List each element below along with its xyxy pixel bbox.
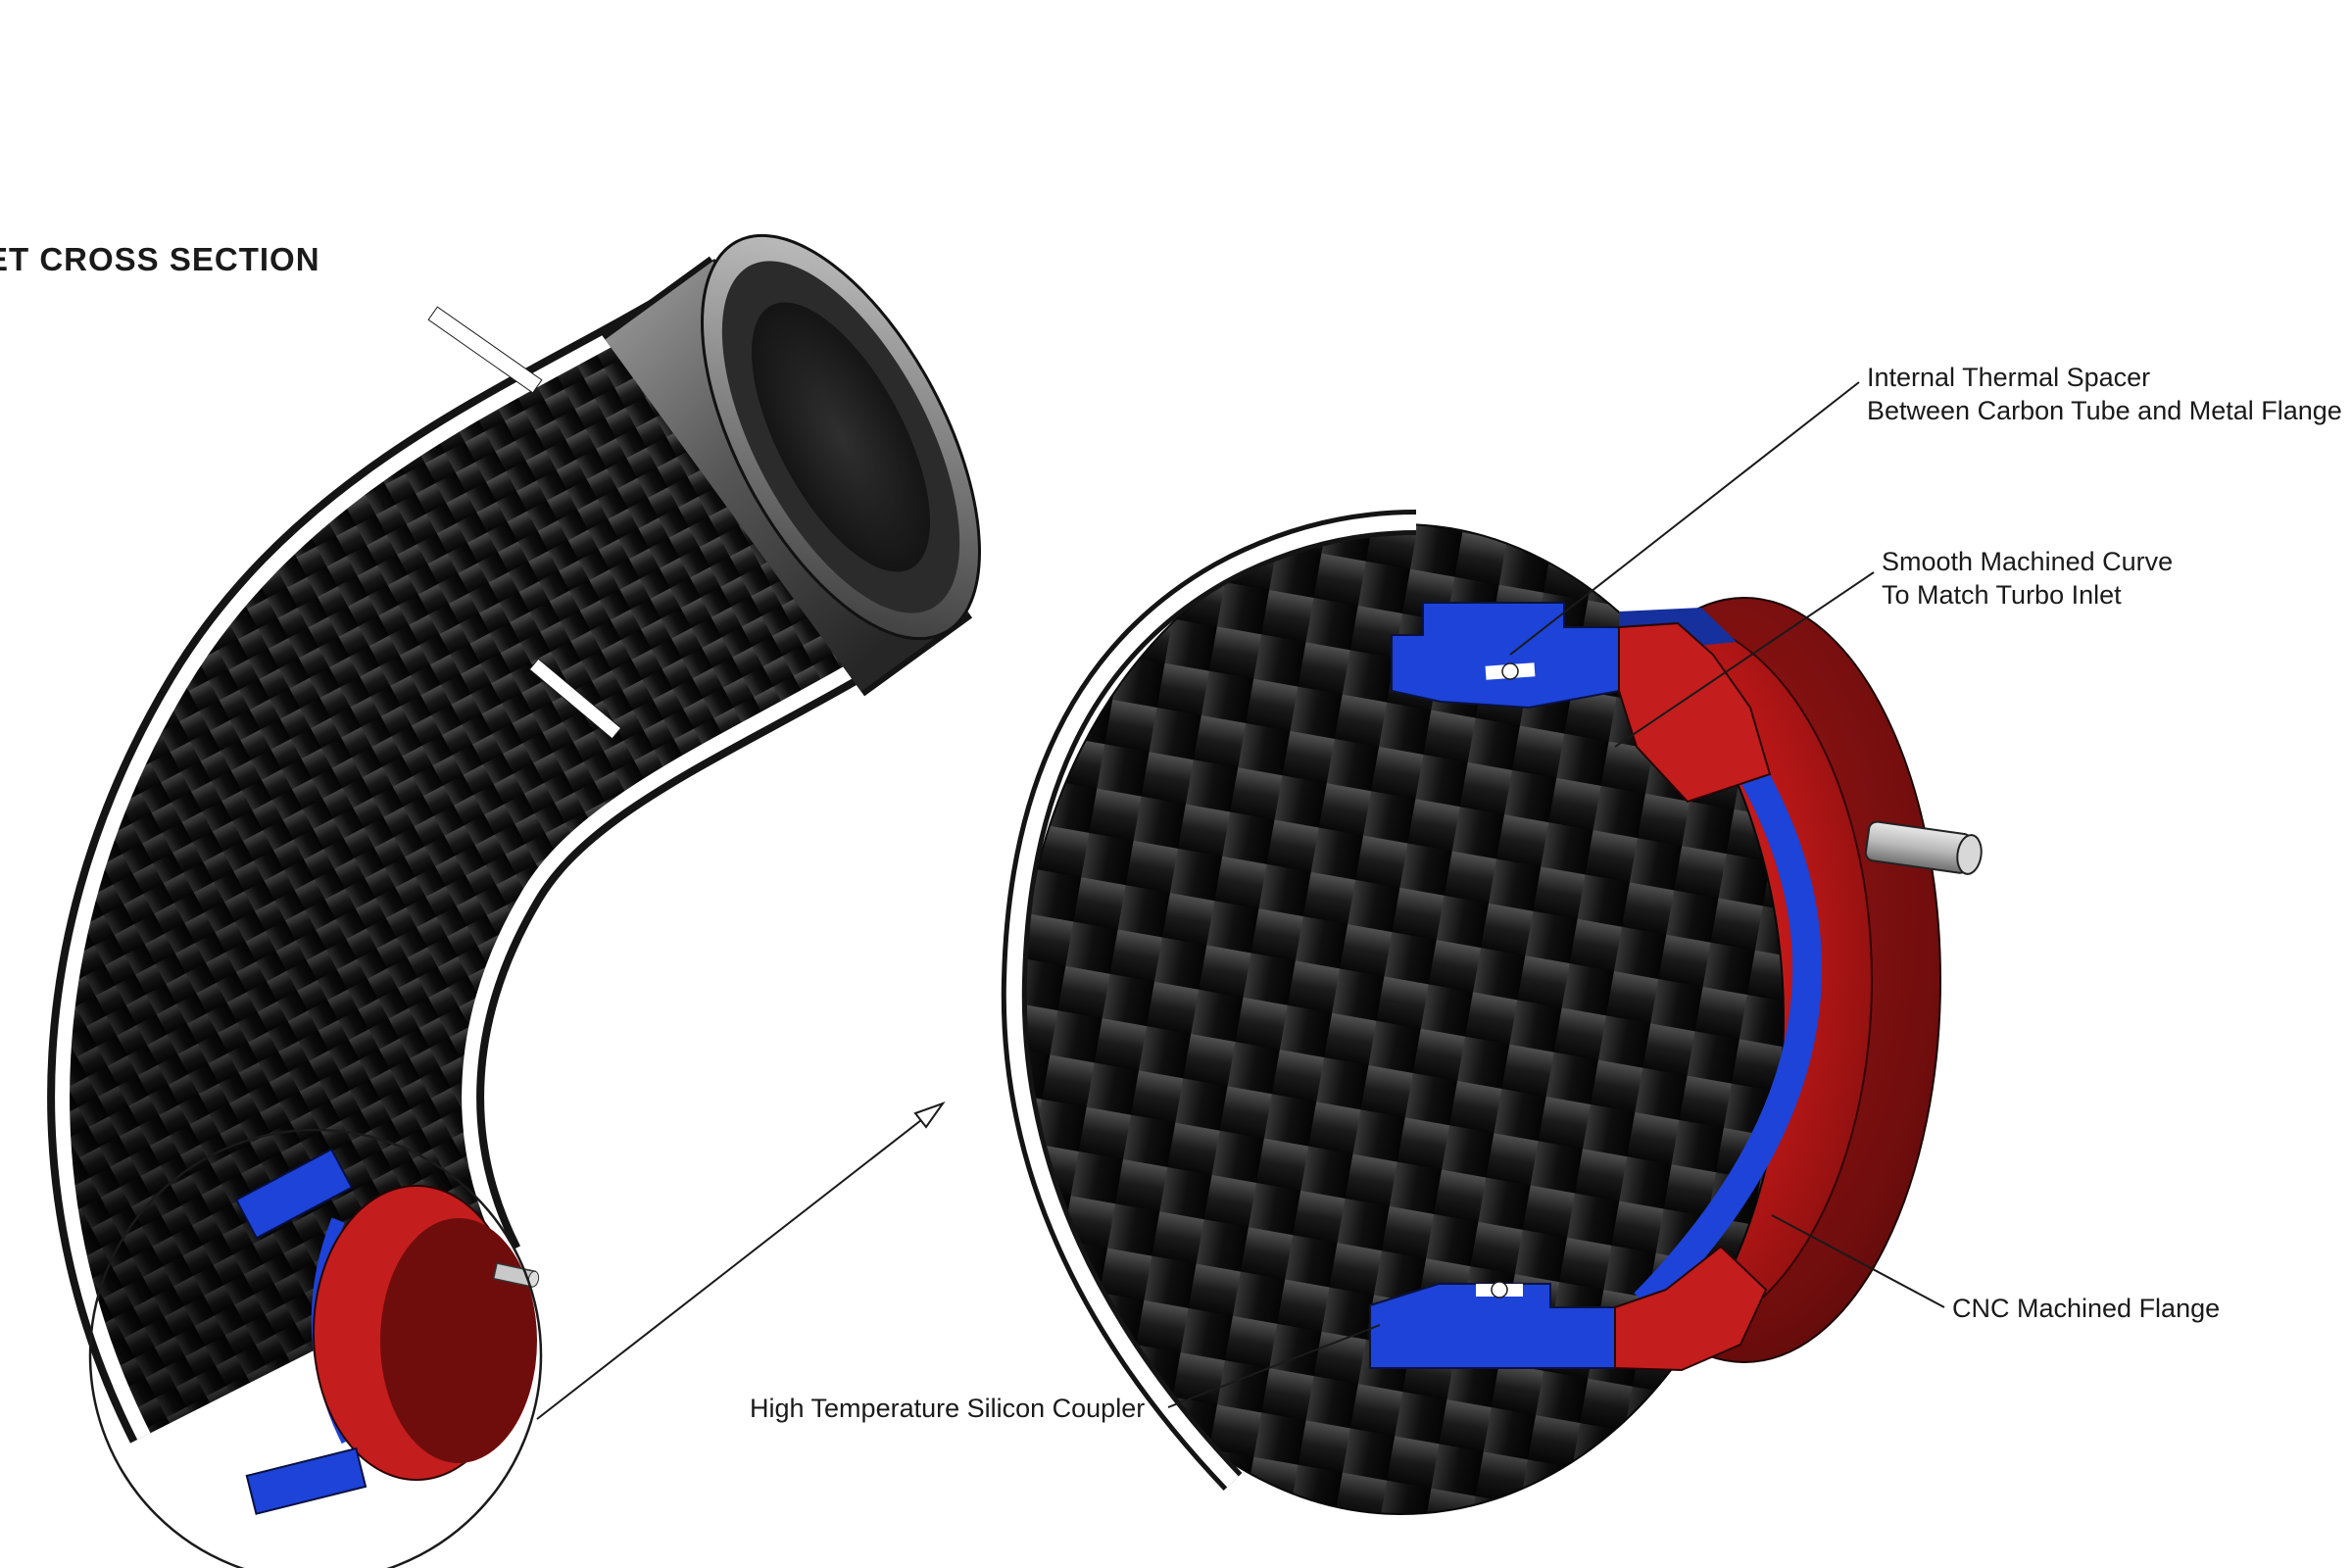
detail-circle: [88, 1128, 543, 1568]
carbon-shading: [1019, 524, 1784, 1514]
callout-thermal-spacer: Internal Thermal Spacer Between Carbon T…: [1867, 361, 2342, 427]
callout-machined-curve-line2: To Match Turbo Inlet: [1882, 580, 2122, 610]
tube-shading: [70, 275, 955, 1434]
detail-arrow: [536, 1101, 946, 1420]
callout-silicon-coupler: High Temperature Silicon Coupler: [750, 1392, 1145, 1425]
leader-lines: [1167, 381, 1945, 1408]
shell-band: [1005, 514, 1417, 1488]
leader-line-thermal-spacer: [1509, 381, 1860, 656]
leader-line-machined-curve: [1614, 571, 1875, 748]
flange-pin-tip: [1956, 834, 1983, 875]
carbon-tube-assembly: [47, 233, 981, 1568]
tube-bore: [751, 302, 931, 572]
machined-flange-lip-bottom: [1614, 1245, 1768, 1372]
flange-detail-view: [1001, 510, 1983, 1515]
shell-cut-tab: [528, 658, 622, 740]
detail-arrow-line: [536, 1119, 922, 1420]
callout-cnc-flange-label: CNC Machined Flange: [1952, 1294, 2221, 1323]
silicone-coupler-cross-section-top: [1391, 602, 1620, 710]
flange-back: [380, 1218, 537, 1463]
shell-cut-tab: [427, 306, 543, 394]
page-title: ET CROSS SECTION: [0, 241, 320, 277]
tube-flange: [234, 1148, 540, 1515]
callout-cnc-flange: CNC Machined Flange: [1952, 1292, 2220, 1325]
silicone-coupler-cross-section: [245, 1446, 368, 1515]
callout-thermal-spacer-line2: Between Carbon Tube and Metal Flange: [1867, 396, 2342, 425]
silicone-coupler-end: [427, 233, 981, 740]
machined-flange-lip-top: [1618, 621, 1772, 804]
arrow-head-icon: [913, 1101, 946, 1129]
thermal-spacer-dot: [1501, 662, 1519, 680]
silicone-coupler-cross-section: [234, 1148, 354, 1240]
callout-machined-curve-line1: Smooth Machined Curve: [1882, 547, 2174, 576]
thermal-spacer-dot: [1491, 1281, 1508, 1298]
leader-line-silicon-coupler: [1167, 1324, 1381, 1408]
callout-thermal-spacer-line1: Internal Thermal Spacer: [1867, 363, 2151, 392]
callout-silicon-coupler-label: High Temperature Silicon Coupler: [750, 1394, 1146, 1423]
callout-machined-curve: Smooth Machined Curve To Match Turbo Inl…: [1882, 545, 2173, 612]
flange-pin-tip: [527, 1270, 540, 1288]
coupler-block: [1391, 602, 1620, 710]
flange-pin: [1864, 820, 1983, 875]
leader-line-cnc-flange: [1771, 1214, 1945, 1308]
